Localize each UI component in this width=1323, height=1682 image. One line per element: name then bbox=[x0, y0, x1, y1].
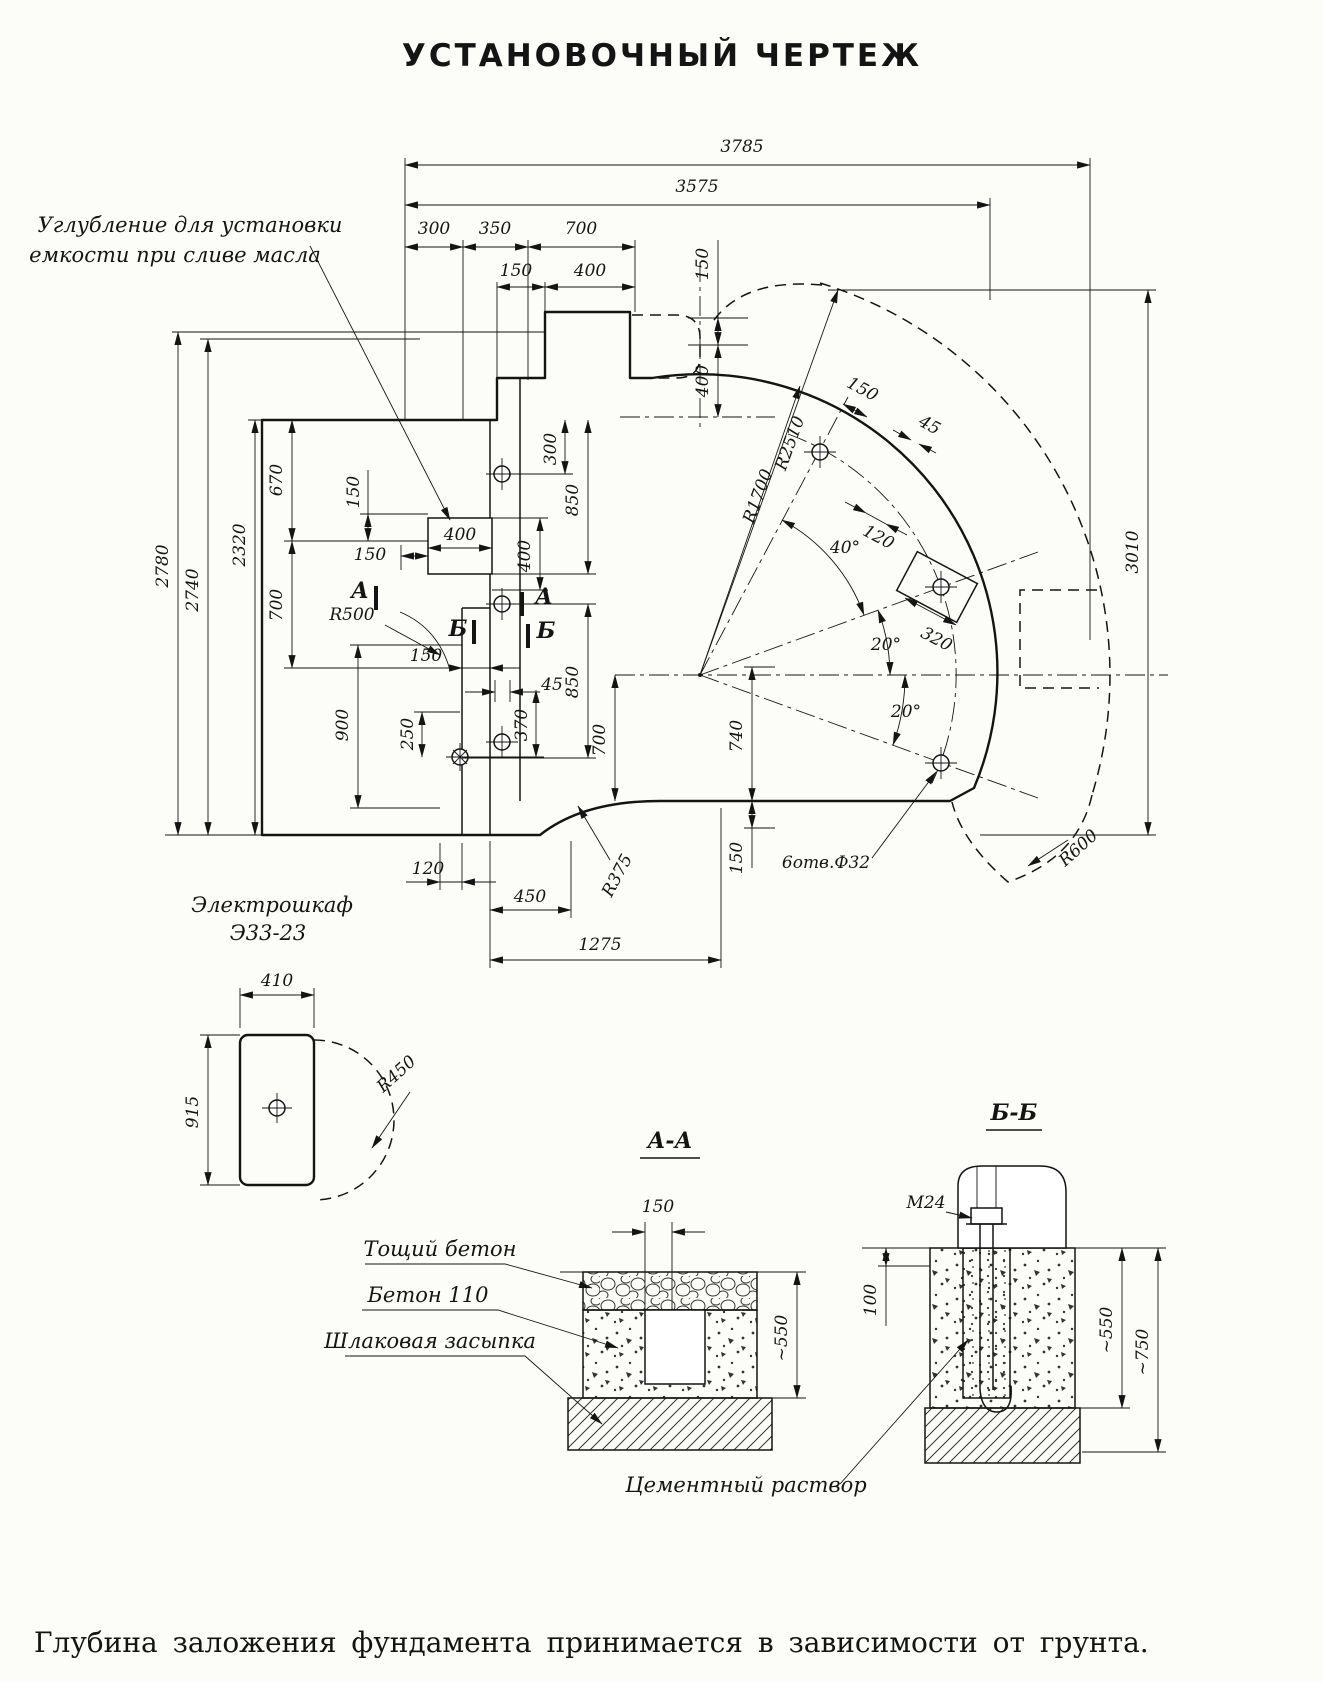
dim-410: 410 bbox=[260, 971, 294, 991]
bb-slag-layer bbox=[924, 1407, 1081, 1464]
dim-150-radial: 150 bbox=[843, 373, 881, 406]
section-mark-b1: Б bbox=[448, 616, 468, 642]
dim-750: ~750 bbox=[1133, 1328, 1153, 1375]
dim-150-bottom: 150 bbox=[727, 842, 747, 875]
dim-6-holes-d32: 6отв.Ф32 bbox=[782, 853, 870, 873]
dim-700-top: 700 bbox=[565, 219, 598, 239]
left-dimensions: 2780 2740 2320 670 700 150 300 850 850 4… bbox=[153, 331, 775, 875]
label-cement-mortar: Цементный раствор bbox=[624, 1473, 866, 1497]
dim-150-topright: 150 bbox=[693, 248, 713, 281]
dim-550-bb: ~550 bbox=[1097, 1306, 1117, 1353]
top-dimensions: 3785 3575 300 350 700 150 400 150 400 bbox=[404, 137, 1091, 640]
dim-740: 740 bbox=[727, 720, 747, 753]
plan-view: R1700 R2510 40° 20° 20° 150 45 120 320 bbox=[29, 137, 1168, 1201]
lean-concrete-layer bbox=[582, 1271, 758, 1311]
dim-3785: 3785 bbox=[720, 137, 763, 157]
dim-r500: R500 bbox=[328, 605, 374, 625]
dim-700-bottom: 700 bbox=[590, 724, 610, 757]
dim-r1700: R1700 bbox=[739, 466, 777, 527]
dim-150-section: 150 bbox=[642, 1197, 675, 1217]
dim-2780: 2780 bbox=[153, 544, 173, 588]
dim-400-box: 400 bbox=[443, 525, 477, 545]
footer-note: Глубина заложения фундамента принимается… bbox=[34, 1626, 1149, 1659]
dim-915: 915 bbox=[183, 1096, 203, 1128]
recess-note-line2: емкости при сливе масла bbox=[29, 243, 321, 267]
dim-350: 350 bbox=[479, 219, 512, 239]
dim-2740: 2740 bbox=[183, 568, 203, 612]
bb-cement-channel bbox=[962, 1247, 1011, 1399]
cabinet-detail: Электрошкаф Э33-23 410 915 R450 bbox=[183, 893, 420, 1187]
cabinet-outline bbox=[238, 1033, 316, 1187]
dim-400-topright: 400 bbox=[693, 365, 713, 399]
dim-150-step: 150 bbox=[410, 646, 443, 666]
dim-angle-40: 40° bbox=[829, 538, 860, 558]
dim-3575: 3575 bbox=[675, 177, 718, 197]
angle-dimensions: 40° 20° 20° bbox=[781, 519, 921, 746]
right-dimension: 3010 bbox=[828, 289, 1156, 836]
section-aa-title: А-А bbox=[646, 1128, 693, 1154]
anchor-bolt bbox=[979, 1224, 994, 1390]
dim-700-left: 700 bbox=[267, 589, 287, 622]
section-bb-title: Б-Б bbox=[990, 1100, 1038, 1126]
dim-r375: R375 bbox=[598, 851, 637, 901]
section-mark-a2: А bbox=[533, 584, 553, 610]
dim-400-v: 400 bbox=[515, 540, 535, 574]
anchor-pocket bbox=[644, 1309, 706, 1385]
section-b-b: Б-Б М24 100 ~550 ~750 Цементный раствор bbox=[624, 1100, 1166, 1497]
radius-leaders: R1700 R2510 bbox=[699, 289, 839, 676]
section-a-a: А-А 150 ~550 Тощий бетон Бетон 110 Шлако… bbox=[323, 1128, 806, 1451]
cabinet-label-line1: Электрошкаф bbox=[191, 893, 353, 917]
dim-100: 100 bbox=[861, 1284, 881, 1317]
dim-300: 300 bbox=[418, 219, 451, 239]
machine-foot-casting bbox=[957, 1165, 1067, 1249]
section-mark-a1: А bbox=[349, 578, 369, 604]
recess-note-line1: Углубление для установки bbox=[38, 213, 343, 237]
dim-150-top: 150 bbox=[500, 261, 533, 281]
dim-45-radial: 45 bbox=[914, 411, 943, 439]
dim-400-top: 400 bbox=[573, 261, 607, 281]
dim-850-lower: 850 bbox=[563, 666, 583, 699]
dim-1275: 1275 bbox=[578, 935, 621, 955]
dim-45: 45 bbox=[540, 675, 563, 695]
label-concrete-110: Бетон 110 bbox=[366, 1283, 488, 1307]
dim-120-bottom: 120 bbox=[412, 859, 445, 879]
dim-angle-20a: 20° bbox=[870, 635, 901, 655]
label-slag-fill: Шлаковая засыпка bbox=[323, 1329, 536, 1353]
dim-900: 900 bbox=[333, 709, 353, 742]
dim-120-radial: 120 bbox=[859, 521, 897, 554]
recess-note: Углубление для установки емкости при сли… bbox=[29, 213, 451, 521]
dim-m24: М24 bbox=[905, 1193, 945, 1213]
dim-670: 670 bbox=[267, 464, 287, 497]
dim-320-radial: 320 bbox=[917, 623, 955, 656]
section-mark-b2: Б bbox=[536, 618, 556, 644]
section-marks: А А Б Б bbox=[349, 578, 556, 648]
label-lean-concrete: Тощий бетон bbox=[363, 1237, 516, 1261]
dim-250: 250 bbox=[398, 718, 418, 752]
dim-550-aa: ~550 bbox=[772, 1314, 792, 1361]
slag-layer bbox=[567, 1397, 773, 1451]
anchor-nut bbox=[970, 1207, 1003, 1225]
dim-850-upper: 850 bbox=[563, 484, 583, 517]
dim-2320: 2320 bbox=[230, 523, 250, 567]
page-title: УСТАНОВОЧНЫЙ ЧЕРТЕЖ bbox=[402, 38, 922, 74]
dim-r2510: R2510 bbox=[771, 413, 809, 474]
dim-150-mid: 150 bbox=[344, 476, 364, 509]
dim-450: 450 bbox=[513, 887, 547, 907]
dim-angle-20b: 20° bbox=[890, 702, 921, 722]
cabinet-label-line2: Э33-23 bbox=[230, 921, 307, 945]
dim-3010: 3010 bbox=[1123, 530, 1143, 573]
dim-150-h: 150 bbox=[354, 545, 387, 565]
plan-outline bbox=[260, 310, 999, 837]
dim-370: 370 bbox=[512, 709, 532, 742]
dim-300-v: 300 bbox=[541, 433, 561, 466]
dim-r600: R600 bbox=[1054, 826, 1102, 872]
